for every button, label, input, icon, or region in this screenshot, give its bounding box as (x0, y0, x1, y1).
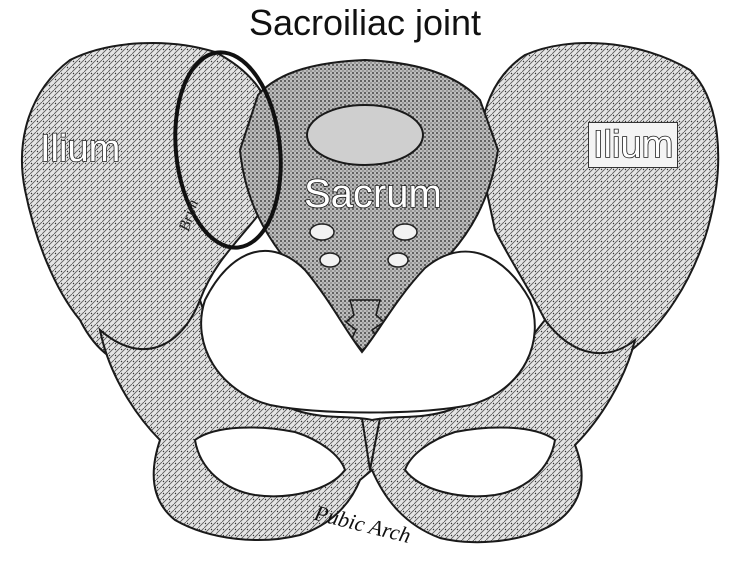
sacral-foramen-4 (388, 253, 408, 267)
sacral-foramen-1 (310, 224, 334, 240)
sacral-foramen-3 (320, 253, 340, 267)
diagram-title: Sacroiliac joint (0, 2, 730, 44)
sacral-vertebra-top (307, 105, 423, 165)
label-ilium-left: Ilium (40, 128, 120, 171)
label-ilium-right: Ilium (588, 122, 678, 168)
label-sacrum: Sacrum (304, 172, 442, 217)
sacral-foramen-2 (393, 224, 417, 240)
